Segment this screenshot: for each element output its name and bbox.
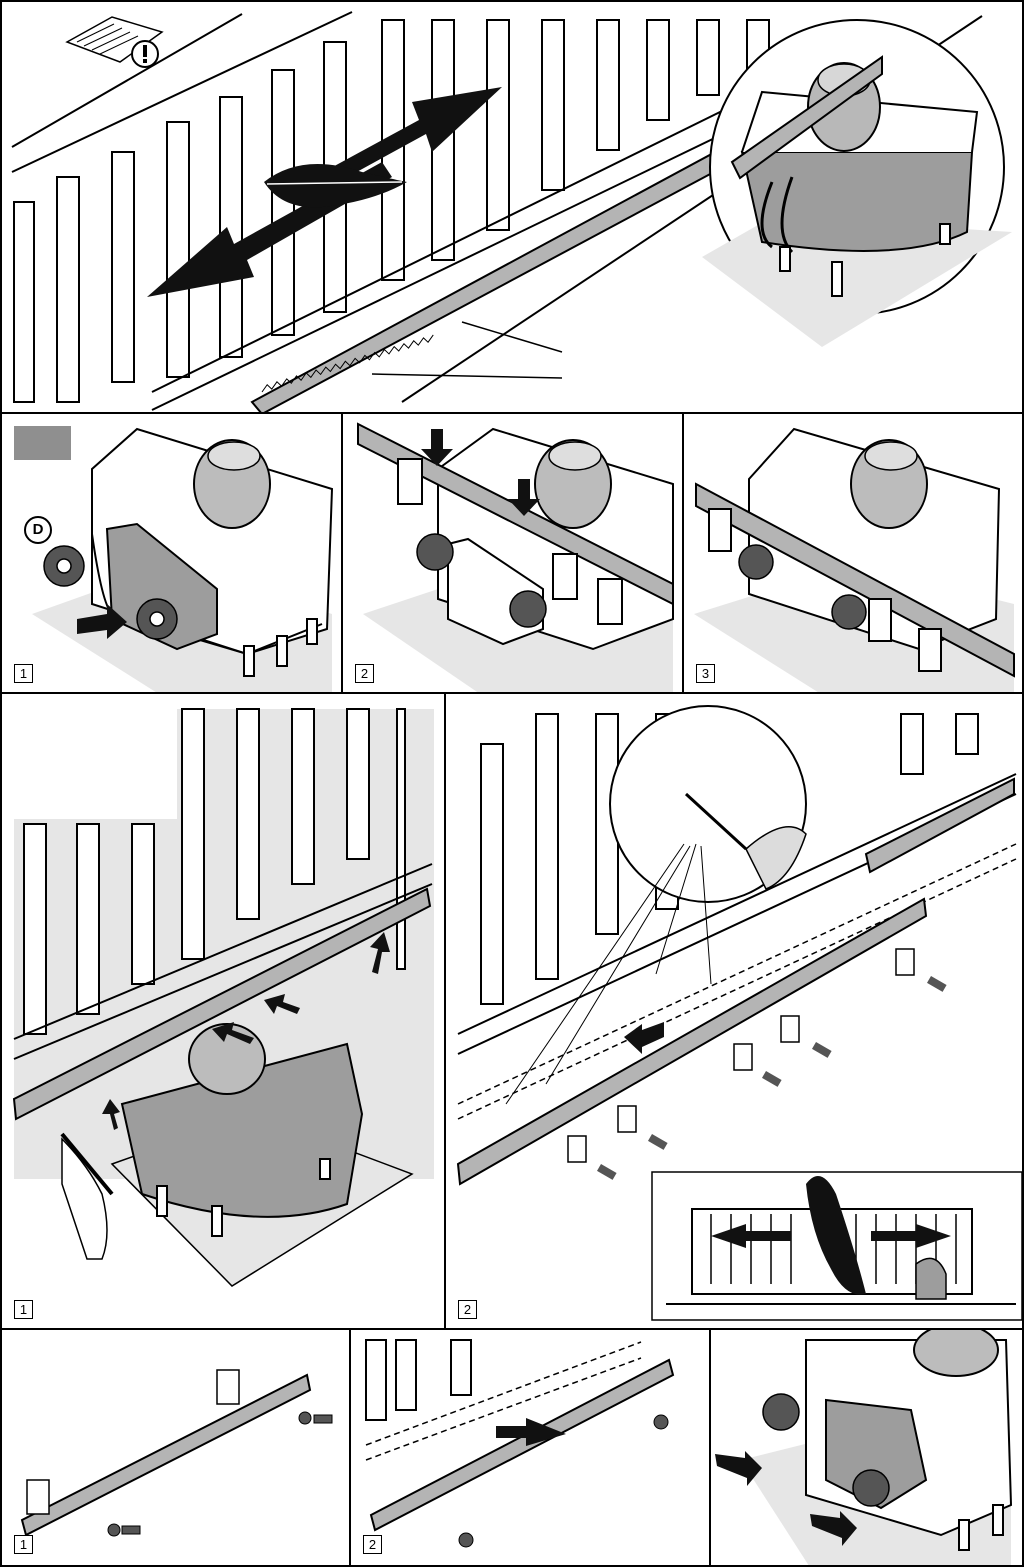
step-number: 2 <box>355 664 374 683</box>
fence-overview-illustration <box>11 11 1012 412</box>
mount-rack-step-2-panel: 2 <box>341 412 684 694</box>
fence-overview-panel <box>0 0 1024 414</box>
rack-mounted-illustration <box>694 427 1015 692</box>
drill-rack-step-2-panel: 2 <box>444 692 1024 1330</box>
remove-knobs-panel <box>709 1328 1024 1567</box>
remove-knobs-illustration <box>715 1330 1013 1565</box>
knob-icon-right <box>136 598 178 640</box>
rack-joint-illustration <box>20 1369 333 1537</box>
rack-joint-step-2-panel: 2 <box>349 1328 711 1567</box>
mount-rack-step-1-panel: D 1 <box>0 412 343 694</box>
mount-rack-step-3-panel: 3 <box>682 412 1024 694</box>
rack-mounting-illustration <box>357 422 674 692</box>
grey-marker <box>14 426 71 460</box>
motor-with-bracket-illustration <box>32 427 334 692</box>
feather-icon <box>264 164 407 208</box>
marking-rack-illustration <box>12 708 434 1287</box>
step-number: 3 <box>696 664 715 683</box>
step-number: 1 <box>14 1535 33 1554</box>
step-number: 2 <box>458 1300 477 1319</box>
step-number: 2 <box>363 1535 382 1554</box>
step-number: 1 <box>14 664 33 683</box>
mark-rack-step-1-panel: 1 <box>0 692 446 1330</box>
manual-warning-icon <box>65 16 164 68</box>
drilling-rack-illustration <box>456 705 1022 1321</box>
rack-joint-step-1-panel: 1 <box>0 1328 351 1567</box>
step-number: 1 <box>14 1300 33 1319</box>
rack-alignment-illustration <box>365 1339 675 1548</box>
knob-icon-left <box>43 545 85 587</box>
callout-d-label: D <box>24 516 52 544</box>
